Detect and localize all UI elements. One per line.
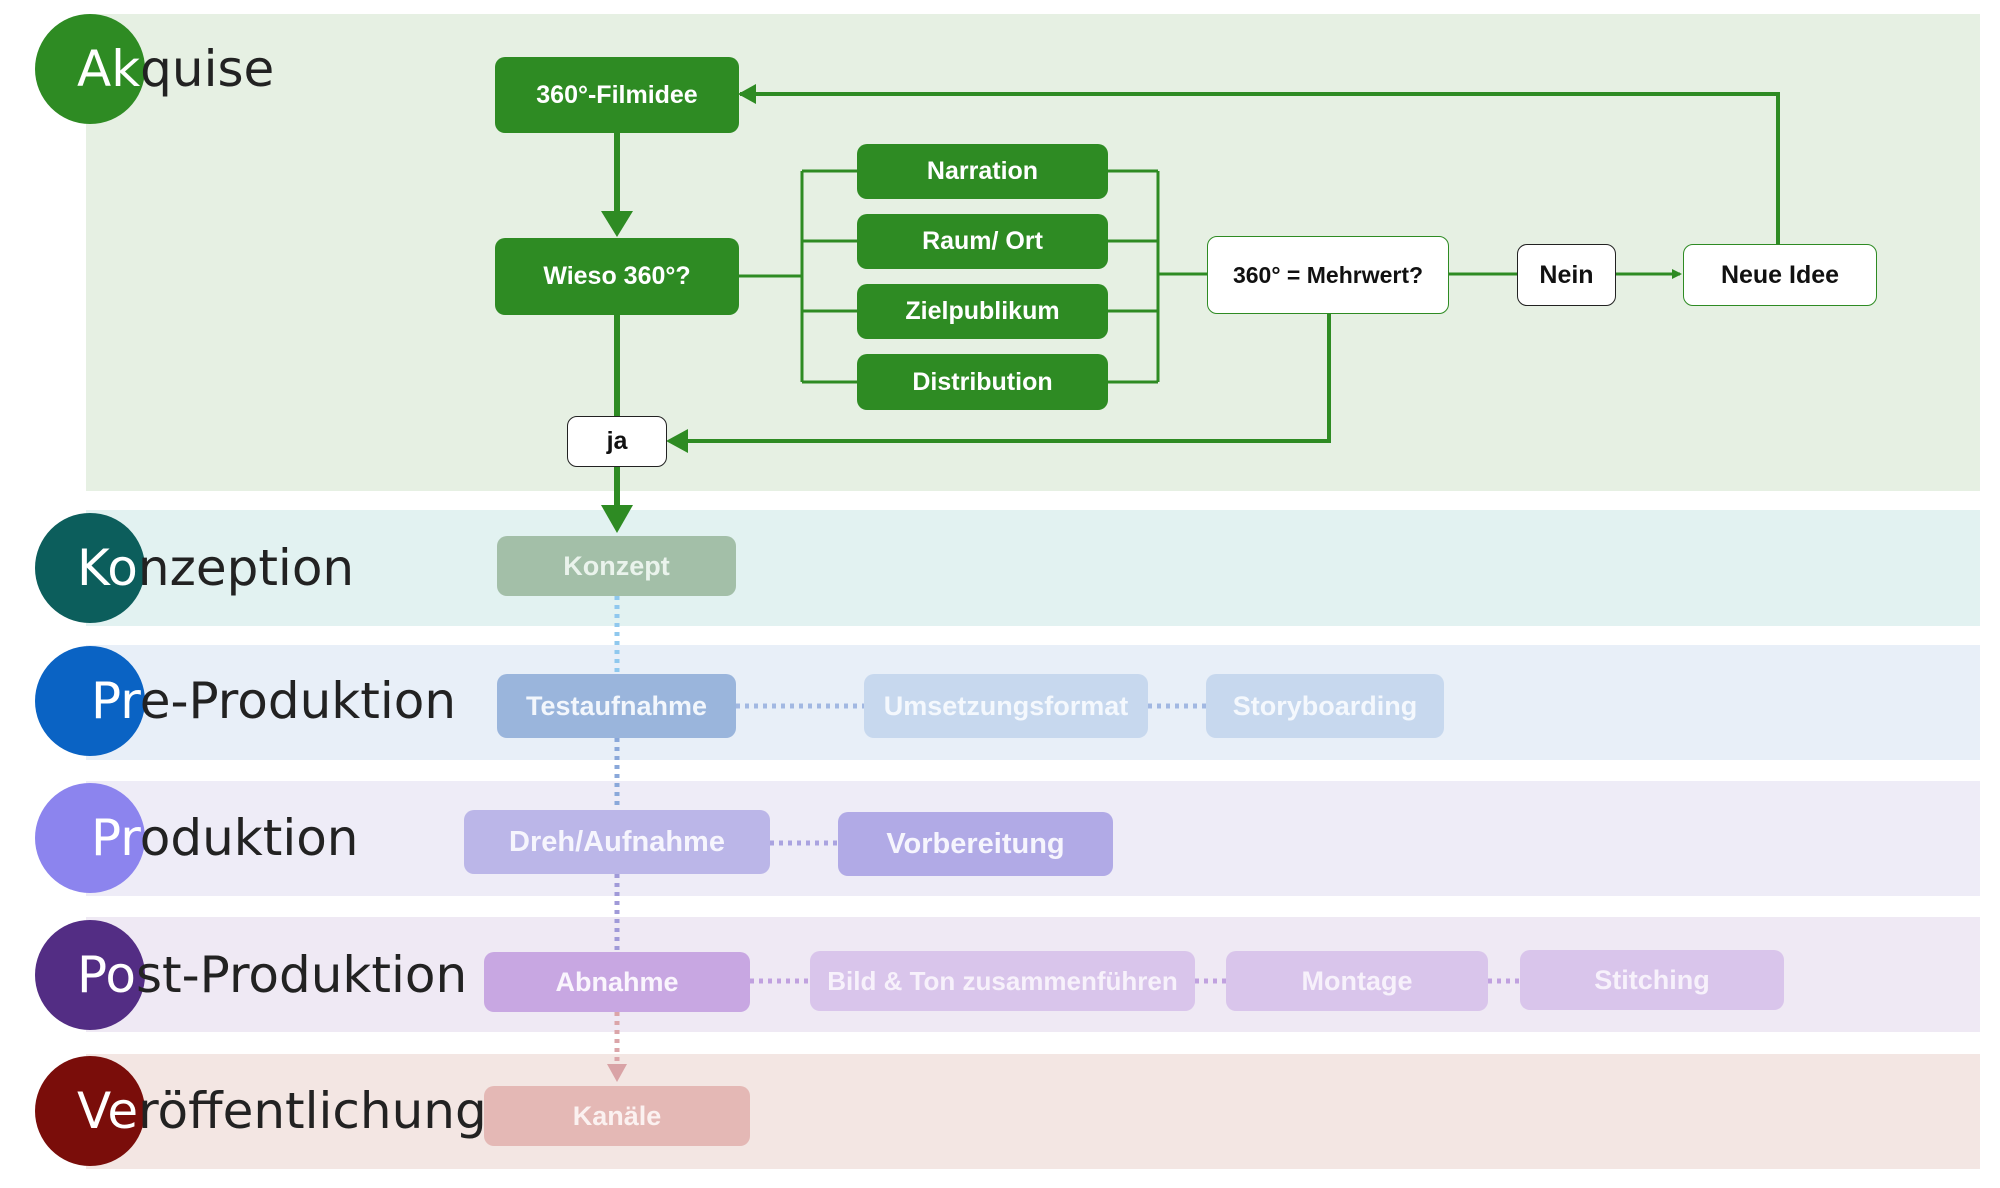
phase-title-pre-produktion: Pre-Produktion (91, 672, 457, 730)
node-narration: Narration (857, 144, 1108, 199)
band-veroeffentlichung (86, 1054, 1980, 1169)
arrowhead-konzept (601, 505, 633, 533)
phase-produktion: Produktion (35, 783, 358, 893)
node-wieso: Wieso 360°? (495, 238, 739, 315)
node-stitching: Stitching (1520, 950, 1784, 1010)
phase-title-veroeffentlichung: Veröffentlichung (77, 1082, 487, 1140)
dotted-connectors (614, 596, 1520, 1066)
node-storyboarding: Storyboarding (1206, 674, 1444, 738)
phase-circle-veroeffentlichung (35, 1056, 145, 1166)
node-distribution: Distribution (857, 354, 1108, 410)
node-bild-ton: Bild & Ton zusammenführen (810, 951, 1195, 1011)
node-dreh: Dreh/Aufnahme (464, 810, 770, 874)
node-umsetzungsformat: Umsetzungsformat (864, 674, 1148, 738)
phase-circle-produktion (35, 783, 145, 893)
node-filmidee: 360°-Filmidee (495, 57, 739, 133)
arrowhead-kanaele (607, 1064, 627, 1082)
phase-title-konzeption: Konzeption (77, 539, 355, 597)
phase-title-akquise: Akquise (77, 40, 275, 98)
node-mehrwert: 360° = Mehrwert? (1207, 236, 1449, 314)
phase-konzeption: Konzeption (35, 513, 354, 623)
node-raum: Raum/ Ort (857, 214, 1108, 269)
node-neue-idee: Neue Idee (1683, 244, 1877, 306)
phase-circle-post-produktion (35, 920, 145, 1030)
phase-circle-pre-produktion (35, 646, 145, 756)
phase-circle-konzeption (35, 513, 145, 623)
arrowhead-filmidee (738, 84, 756, 104)
arrow-mehrwert-ja (686, 314, 1331, 443)
arrowhead-wieso (601, 211, 633, 237)
arrow-neueidee-filmidee (740, 92, 1780, 244)
node-zielpublikum: Zielpublikum (857, 284, 1108, 339)
phase-akquise: Akquise (35, 14, 274, 124)
phase-pre-produktion: Pre-Produktion (35, 646, 456, 756)
phase-veroeffentlichung: Veröffentlichung (35, 1056, 487, 1166)
node-nein: Nein (1517, 244, 1616, 306)
phase-post-produktion: Post-Produktion (35, 920, 467, 1030)
arrowhead-ja (666, 429, 688, 453)
phase-title-post-produktion: Post-Produktion (77, 946, 468, 1004)
band-konzeption (86, 510, 1980, 626)
akquise-connectors (601, 84, 1780, 533)
phase-circle-akquise (35, 14, 145, 124)
phase-title-produktion: Produktion (91, 809, 359, 867)
node-testaufnahme: Testaufnahme (497, 674, 736, 738)
node-ja: ja (567, 416, 667, 467)
node-konzept: Konzept (497, 536, 736, 596)
node-vorbereitung: Vorbereitung (838, 812, 1113, 876)
node-kanaele: Kanäle (484, 1086, 750, 1146)
node-abnahme: Abnahme (484, 952, 750, 1012)
node-montage: Montage (1226, 951, 1488, 1011)
